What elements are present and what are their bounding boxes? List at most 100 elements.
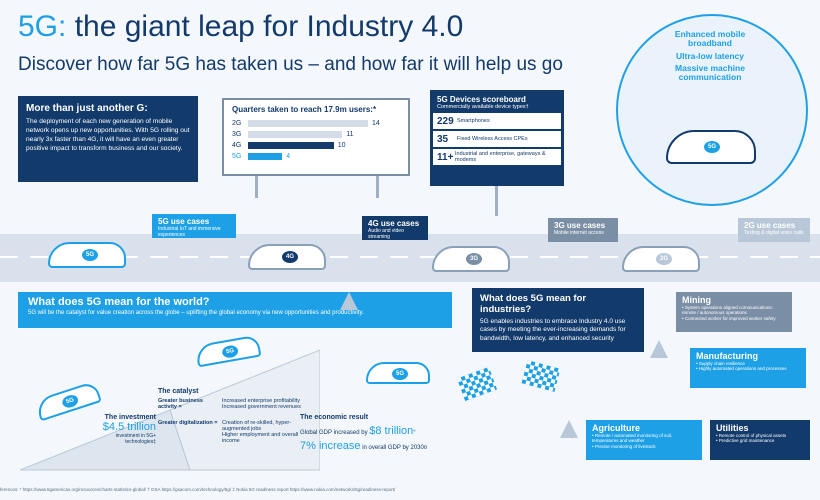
car-badge: 3G — [466, 253, 482, 265]
catalyst-block: The catalyst Greater business activity =… — [158, 388, 308, 444]
industries-heading: What does 5G mean for industries? — [480, 293, 587, 315]
car-4g: 4G — [248, 244, 326, 270]
industry-title: Utilities — [716, 423, 749, 433]
sign-title: 4G use cases — [368, 219, 420, 228]
quarters-value: 11 — [346, 131, 354, 138]
intro-card: More than just another G: The deployment… — [18, 96, 198, 182]
gdp-line-prefix: Global GDP increased by — [300, 430, 370, 436]
sign-sub: Texting & digital voice calls — [744, 230, 804, 236]
quarters-title: Quarters taken to reach 17.9m users:* — [232, 105, 377, 114]
devices-scoreboard: 5G Devices scoreboard Commercially avail… — [430, 90, 564, 186]
investment-note: investment in 5G+ technologies‡ — [115, 433, 156, 445]
industry-sign-mining: Mining• System operations aligned commun… — [676, 292, 792, 332]
gdp-percent-value: 7% increase — [300, 440, 361, 452]
scoreboard-type: Fixed Wireless Access CPEs — [457, 135, 528, 142]
business-label: Greater business activity = — [158, 398, 203, 410]
tree-icon — [650, 340, 668, 358]
car-badge: 5G — [221, 344, 240, 359]
business-item: Increased enterprise profitability — [222, 398, 300, 404]
industry-sign-utilities: Utilities• Remote control of physical as… — [710, 420, 810, 460]
intro-body: The deployment of each new generation of… — [26, 118, 190, 152]
quarters-value: 4 — [286, 153, 291, 160]
title-lead: 5G: — [18, 10, 67, 43]
investment-block: The investment $4.5 trillion investment … — [86, 414, 156, 445]
investment-label: The investment — [104, 414, 156, 421]
gdp-percent-suffix: in overall GDP by 2030¤ — [360, 445, 428, 451]
generation-label: 2G — [232, 120, 242, 127]
benefit-item: Enhanced mobile broadband — [674, 29, 746, 49]
checkered-flag — [456, 366, 498, 402]
billboard-post — [376, 176, 379, 198]
ramp-illustration — [20, 349, 320, 471]
car-badge: 5G — [704, 141, 720, 153]
intro-heading: More than just another G: — [26, 103, 148, 114]
industry-item: • Remote control of physical assets — [716, 433, 787, 438]
scoreboard-subtitle: Commercially available device types† — [437, 104, 529, 110]
benefits-list: Enhanced mobile broadband Ultra-low late… — [652, 29, 768, 86]
sign-title: 3G use cases — [554, 221, 606, 230]
quarters-value: 14 — [372, 120, 380, 127]
car-badge: 5G — [60, 393, 80, 410]
scoreboard-type: Smartphones — [457, 117, 490, 124]
car-badge: 5G — [82, 249, 98, 261]
industry-item: • Precise monitoring of livestock — [592, 443, 656, 449]
quarters-bar — [248, 142, 334, 149]
industry-item: • System operations aligned communicatio… — [682, 305, 773, 316]
car-5g: 5G — [366, 362, 430, 384]
generation-label: 3G — [232, 131, 242, 138]
catalyst-heading: The catalyst — [158, 388, 199, 395]
investment-amount: $4.5 trillion — [102, 421, 156, 433]
digital-label: Greater digitalization = — [158, 420, 218, 426]
industry-item: • Highly automated operations and proces… — [696, 366, 787, 372]
benefit-item: Massive machine communication — [675, 63, 745, 83]
world-heading: What does 5G mean for the world? — [28, 296, 210, 308]
scoreboard-count: 11+ — [437, 151, 454, 163]
checkered-flag — [521, 360, 561, 392]
quarters-bar — [248, 153, 283, 160]
business-item: Increased government revenues — [222, 404, 301, 410]
quarters-row: 3G 11 — [232, 129, 400, 140]
digital-item: Creation of re-skilled, hyper-augmented … — [222, 420, 292, 432]
references-footer: ferences: * https://www.5gamericas.org/r… — [0, 487, 396, 492]
quarters-value: 10 — [337, 142, 346, 149]
gdp-line-suffix: ° — [413, 430, 416, 436]
industry-title: Manufacturing — [696, 351, 758, 361]
sign-sub: Industrial IoT and immersive experiences — [158, 226, 221, 238]
quarters-billboard: Quarters taken to reach 17.9m users:* 2G… — [222, 98, 410, 176]
quarters-bar — [248, 120, 368, 127]
hero-car: 5G — [666, 130, 756, 164]
benefits-circle — [616, 14, 808, 206]
industry-title: Agriculture — [592, 423, 641, 433]
scoreboard-post — [495, 186, 498, 216]
industries-banner: What does 5G mean for industries? 5G ena… — [472, 288, 644, 352]
billboard-post — [255, 176, 258, 198]
sign-sub: Audio and video streaming — [368, 228, 404, 240]
industry-title: Mining — [682, 295, 711, 305]
economic-block: The economic result Global GDP increased… — [300, 414, 450, 452]
industry-item: • Connected worker for improved worker s… — [682, 315, 776, 321]
scoreboard-type: Industrial and enterprise, gateways & mo… — [455, 150, 546, 163]
car-badge: 2G — [656, 253, 672, 265]
page-title: 5G: the giant leap for Industry 4.0 — [18, 10, 463, 44]
sign-title: 2G use cases — [744, 221, 796, 230]
quarters-row: 2G 14 — [232, 118, 400, 129]
benefit-item: Ultra-low latency — [675, 50, 745, 61]
tree-icon — [340, 292, 358, 310]
industry-item: • Remote / automated monitoring of soil,… — [592, 433, 673, 444]
car-badge: 4G — [282, 251, 298, 263]
lane-markings — [0, 256, 820, 258]
industry-item: • Supply chain resilience — [696, 361, 745, 366]
title-rest: the giant leap for Industry 4.0 — [66, 10, 464, 43]
car-3g: 3G — [432, 246, 510, 272]
sign-title: 5G use cases — [158, 217, 210, 226]
economic-heading: The economic result — [300, 414, 369, 421]
scoreboard-count: 229 — [437, 115, 454, 127]
gdp-increase-value: $8 trillion — [369, 425, 414, 437]
scoreboard-title: 5G Devices scoreboard — [437, 95, 526, 104]
quarters-bar — [248, 131, 343, 138]
